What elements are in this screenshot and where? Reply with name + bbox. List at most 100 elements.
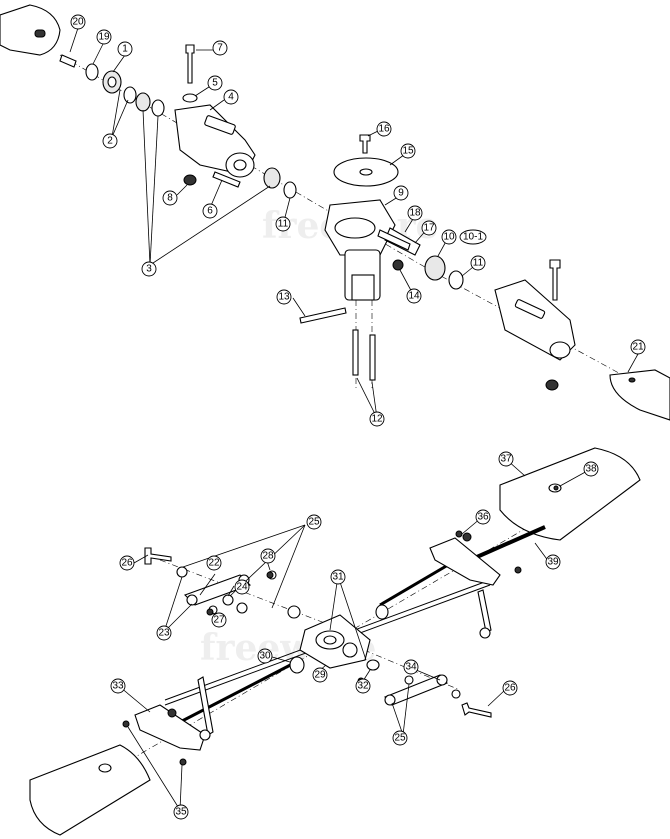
washer-11-left: [283, 181, 297, 199]
svg-text:35: 35: [175, 807, 187, 818]
screw-16: [359, 134, 371, 154]
callout-36: 36: [475, 509, 491, 525]
yoke-36: [429, 532, 501, 586]
pin-12a: [352, 329, 359, 376]
callouts-lower: 22 23 24 25 25 26 26 27 28 29 30 31 32 3…: [110, 451, 599, 820]
svg-text:2: 2: [107, 136, 113, 147]
bolt-7: [185, 44, 195, 84]
blade-grip-4: [174, 104, 256, 178]
svg-text:33: 33: [112, 681, 124, 692]
blade-root-left: [0, 4, 61, 56]
callout-4: 4: [223, 89, 239, 105]
arm-right: [384, 674, 448, 706]
callouts-upper: 20 19 1 2 3 4 5 6 7 8 9 10 10-1 11 11 12…: [70, 14, 646, 427]
ball-link-6: [212, 171, 241, 188]
callout-24: 24: [234, 579, 250, 595]
callout-11-left: 11: [275, 216, 291, 232]
washer-11-right: [448, 270, 464, 290]
callout-28: 28: [260, 548, 276, 564]
callout-26-left: 26: [119, 555, 135, 571]
callout-14: 14: [406, 288, 422, 304]
callout-1: 1: [117, 41, 133, 57]
callout-18: 18: [407, 205, 423, 221]
svg-text:10: 10: [443, 232, 455, 243]
svg-text:21: 21: [632, 342, 644, 353]
svg-text:4: 4: [228, 92, 234, 103]
callout-35: 35: [173, 804, 189, 820]
svg-text:37: 37: [500, 454, 512, 465]
callout-6: 6: [202, 203, 218, 219]
svg-text:10-1: 10-1: [463, 232, 483, 243]
svg-text:38: 38: [585, 464, 597, 475]
screw-28: [266, 571, 274, 579]
callout-21: 21: [630, 339, 646, 355]
svg-text:9: 9: [398, 188, 404, 199]
svg-text:39: 39: [547, 557, 559, 568]
svg-text:3: 3: [146, 264, 152, 275]
washer-2: [123, 86, 137, 104]
callout-26-right: 26: [502, 680, 518, 696]
svg-text:16: 16: [378, 124, 390, 135]
svg-text:6: 6: [207, 206, 213, 217]
callout-32: 32: [355, 678, 371, 694]
bolt-13: [299, 307, 347, 324]
blade-21: [609, 369, 670, 421]
bushing-31a: [287, 605, 301, 619]
svg-text:7: 7: [217, 43, 223, 54]
screw-27: [206, 608, 214, 616]
screw-20: [59, 54, 77, 68]
callout-5: 5: [207, 75, 223, 91]
svg-text:27: 27: [213, 615, 225, 626]
washer-32: [366, 659, 380, 671]
blade-37: [499, 447, 641, 541]
svg-text:11: 11: [278, 219, 289, 230]
spindle-18: [377, 229, 411, 251]
callout-7: 7: [212, 40, 228, 56]
svg-text:28: 28: [262, 551, 274, 562]
svg-text:19: 19: [98, 32, 110, 43]
svg-text:20: 20: [72, 17, 84, 28]
callout-10: 10: [441, 229, 457, 245]
callout-3: 3: [141, 261, 157, 277]
nut-5: [182, 93, 198, 103]
svg-text:14: 14: [408, 291, 420, 302]
callout-13: 13: [276, 289, 292, 305]
svg-text:29: 29: [314, 670, 326, 681]
bolt-right: [549, 259, 561, 301]
callout-12: 12: [369, 411, 385, 427]
bushing-31b: [375, 604, 389, 620]
svg-text:31: 31: [332, 572, 344, 583]
callout-15: 15: [400, 143, 416, 159]
link-left: [197, 676, 214, 736]
callout-31: 31: [330, 569, 346, 585]
nut-right: [545, 379, 559, 391]
blade-35: [29, 744, 151, 836]
svg-text:12: 12: [371, 414, 383, 425]
svg-text:25: 25: [308, 517, 320, 528]
svg-text:26: 26: [121, 558, 133, 569]
callout-25-bottom: 25: [392, 730, 408, 746]
lower-assembly: [29, 447, 641, 836]
svg-text:15: 15: [402, 146, 414, 157]
bearing-3a: [135, 92, 151, 112]
callout-9: 9: [393, 185, 409, 201]
link-right: [477, 589, 492, 633]
svg-text:13: 13: [278, 292, 290, 303]
svg-text:1: 1: [122, 44, 128, 55]
callout-19: 19: [96, 29, 112, 45]
svg-text:36: 36: [477, 512, 489, 523]
callout-16: 16: [376, 121, 392, 137]
svg-text:23: 23: [158, 628, 170, 639]
callout-11-right: 11: [470, 255, 486, 271]
svg-text:25: 25: [394, 733, 406, 744]
upper-assembly: [0, 4, 670, 421]
svg-text:26: 26: [504, 683, 516, 694]
callout-30: 30: [257, 648, 273, 664]
callout-23: 23: [156, 625, 172, 641]
callout-33: 33: [110, 678, 126, 694]
rotor-hub-9: [324, 199, 421, 301]
svg-text:30: 30: [259, 651, 271, 662]
callout-37: 37: [498, 451, 514, 467]
callout-10-1: 10-1: [459, 229, 487, 245]
